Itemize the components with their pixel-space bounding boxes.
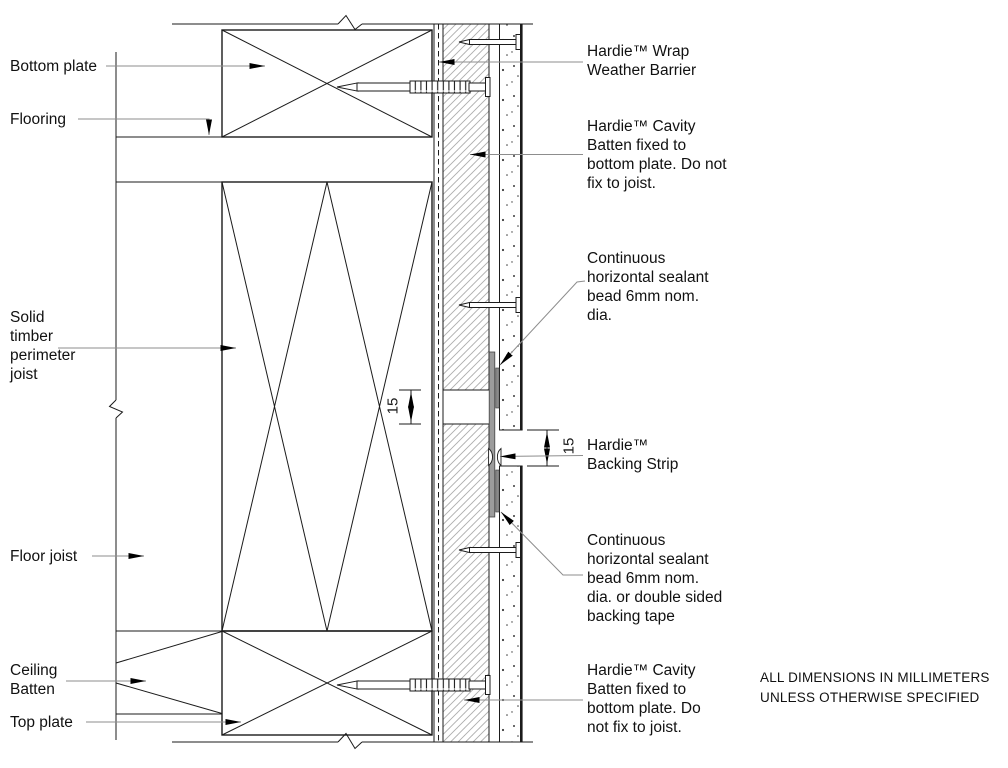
dimension-value: 15 [561, 438, 578, 455]
callout-sealant-upper: Continuous horizontal sealant bead 6mm n… [587, 250, 709, 324]
callout-ceiling-batten: Ceiling Batten [10, 662, 58, 698]
perimeter-joist-section [221, 181, 433, 632]
sealant-joint-profile [488, 447, 493, 467]
batten-screw [336, 675, 491, 695]
callout-perimeter-joist: Solid timber perimeter joist [10, 309, 76, 383]
cladding-nail [458, 542, 521, 558]
sealant-joint-profile [496, 447, 502, 467]
dimension-cladding-joint: 15 [527, 429, 578, 467]
callout-backing-strip: Hardie™ Backing Strip [587, 437, 679, 473]
dimension-value: 15 [385, 398, 402, 415]
callout-flooring: Flooring [10, 111, 66, 128]
backing-strip [488, 351, 496, 518]
callout-cavity-batten-top: Hardie™ Cavity Batten fixed to bottom pl… [587, 118, 727, 192]
cladding-layer [499, 24, 521, 742]
general-note: ALL DIMENSIONS IN MILLIMETERS UNLESS OTH… [760, 670, 990, 705]
leader-backing-strip [499, 453, 584, 460]
cut-lines [172, 14, 533, 750]
leader-lines [58, 59, 586, 725]
dimension-batten-gap: 15 [385, 389, 421, 425]
break-symbol [337, 732, 363, 750]
leader-sealant-lower [500, 511, 583, 576]
callout-bottom-plate: Bottom plate [10, 58, 98, 75]
framing [115, 29, 433, 736]
callout-floor-joist: Floor joist [10, 548, 78, 565]
flooring-lines [116, 136, 222, 183]
cavity-batten-layer [443, 24, 489, 742]
batten-screw [336, 77, 491, 97]
fasteners [336, 34, 521, 695]
callout-sealant-lower: Continuous horizontal sealant bead 6mm n… [587, 532, 723, 625]
callout-weather-barrier: Hardie™ Wrap Weather Barrier [587, 43, 697, 79]
leader-sealant-upper [499, 280, 586, 366]
sealant-beads [488, 367, 502, 513]
cladding-nail [458, 297, 521, 313]
break-symbol [337, 14, 363, 31]
callout-top-plate: Top plate [10, 714, 73, 731]
callout-cavity-batten-bottom: Hardie™ Cavity Batten fixed to bottom pl… [587, 662, 701, 736]
leader-flooring [78, 118, 212, 135]
cladding-nail [458, 34, 521, 50]
ceiling-batten-section [115, 630, 223, 715]
break-symbol [108, 399, 124, 419]
sealant-bead-lower [495, 469, 500, 513]
interior-line [108, 52, 124, 740]
sealant-bead-upper [495, 367, 500, 409]
